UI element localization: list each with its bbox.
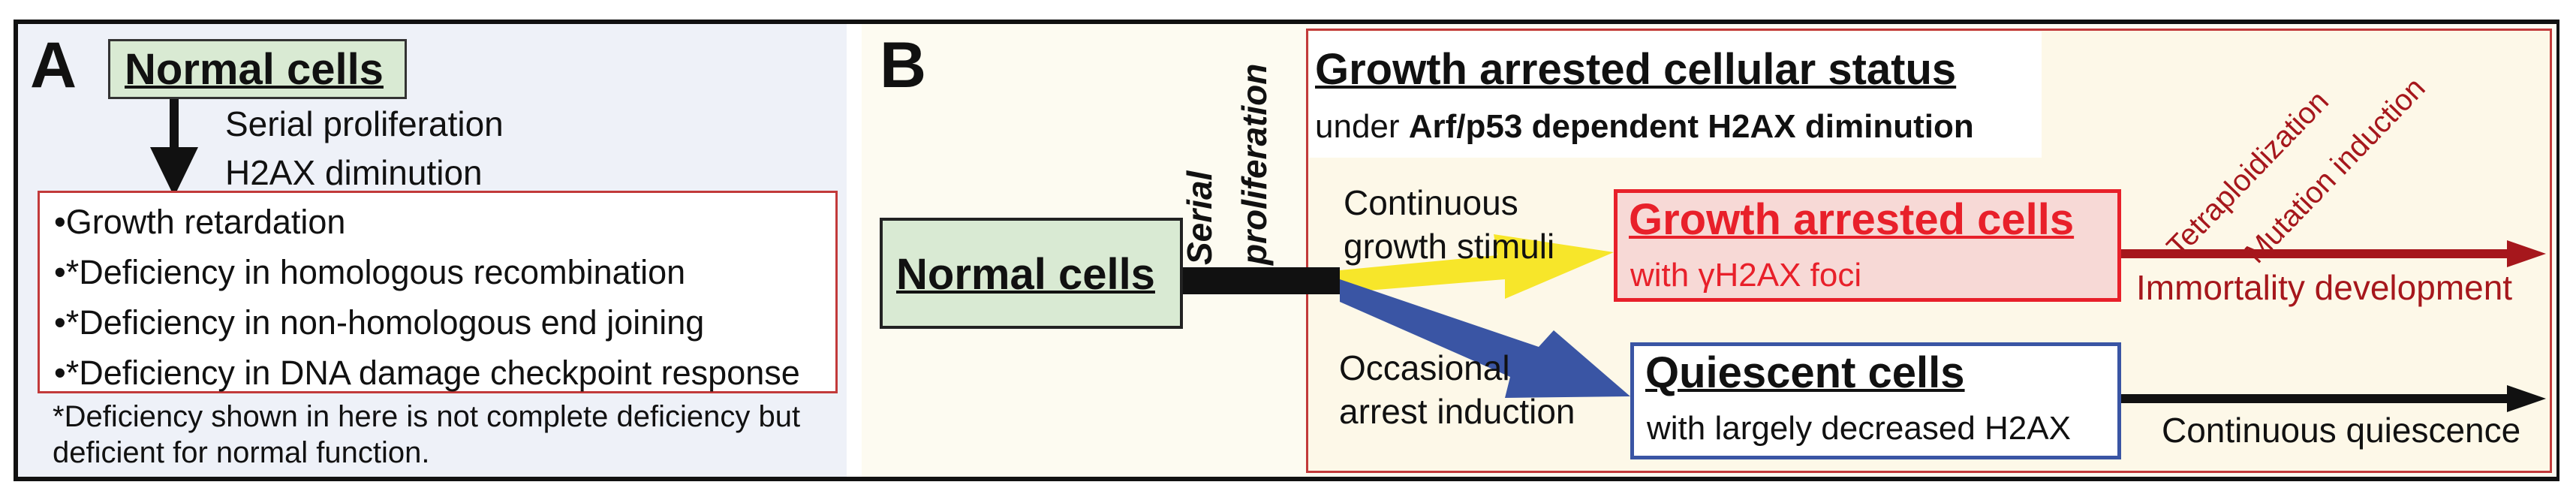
status-subtitle: under Arf/p53 dependent H2AX diminution xyxy=(1315,110,1974,143)
immortality-development-label: Immortality development xyxy=(2136,268,2513,307)
immortality-arrow-head xyxy=(2507,240,2546,267)
immortality-arrow-shaft xyxy=(2121,249,2511,258)
panel-a-letter: A xyxy=(30,29,77,101)
continuous-stimuli-line-2: growth stimuli xyxy=(1344,227,1555,266)
deficiency-item-growth-retardation: •Growth retardation xyxy=(54,203,346,241)
occasional-arrest-line-2: arrest induction xyxy=(1339,392,1575,431)
h2ax-diminution-text: H2AX diminution xyxy=(225,153,483,192)
deficiency-item-end-joining: •*Deficiency in non-homologous end joini… xyxy=(54,303,705,342)
serial-vertical-label: Serial xyxy=(1180,170,1219,265)
continuous-stimuli-line-1: Continuous xyxy=(1344,183,1518,222)
status-title: Growth arrested cellular status xyxy=(1315,45,1957,94)
panel-a-normal-cells-label: Normal cells xyxy=(125,45,384,94)
status-subtitle-prefix: under xyxy=(1315,108,1400,145)
proliferation-vertical-label: proliferation xyxy=(1235,63,1274,265)
quiescence-arrow-shaft xyxy=(2120,394,2511,403)
deficiency-list: •Growth retardation •*Deficiency in homo… xyxy=(54,197,800,398)
occasional-arrest-line-1: Occasional xyxy=(1339,348,1510,387)
quiescent-cells-subtitle: with largely decreased H2AX xyxy=(1647,410,2071,447)
status-subtitle-bold: Arf/p53 dependent H2AX diminution xyxy=(1408,108,1974,145)
footnote-line-2: deficient for normal function. xyxy=(53,436,430,469)
continuous-quiescence-label: Continuous quiescence xyxy=(2162,411,2521,450)
growth-arrested-cells-box xyxy=(1614,189,2121,302)
status-title-backdrop xyxy=(1309,32,2042,158)
growth-arrested-cells-title: Growth arrested cells xyxy=(1629,195,2075,244)
panel-b-normal-cells-label: Normal cells xyxy=(896,250,1155,299)
panel-b-normal-cells-box xyxy=(880,218,1183,329)
serial-proliferation-bar xyxy=(1182,267,1340,294)
panel-b-letter: B xyxy=(880,29,927,101)
continuous-stimuli-arrow xyxy=(1340,234,1614,299)
deficiency-list-box xyxy=(38,191,838,393)
quiescent-cells-title: Quiescent cells xyxy=(1645,348,1965,397)
serial-proliferation-text: Serial proliferation xyxy=(225,104,504,143)
panel-a-normal-cells-box xyxy=(108,39,407,99)
panel-a-down-arrow-head xyxy=(150,147,198,197)
growth-arrested-cells-subtitle: with γH2AX foci xyxy=(1630,257,1862,294)
occasional-arrest-arrow xyxy=(1340,279,1630,398)
footnote-line-1: *Deficiency shown in here is not complet… xyxy=(53,400,801,433)
quiescence-arrow-head xyxy=(2507,385,2546,412)
quiescent-cells-box xyxy=(1630,342,2121,459)
deficiency-item-homologous-recombination: •*Deficiency in homologous recombination xyxy=(54,253,686,291)
deficiency-item-checkpoint-response: •*Deficiency in DNA damage checkpoint re… xyxy=(54,354,800,392)
